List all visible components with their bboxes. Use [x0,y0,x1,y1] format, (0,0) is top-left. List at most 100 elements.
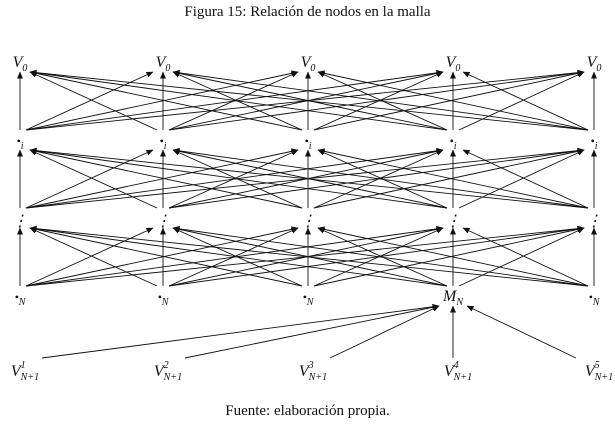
input-node-3-subscript: N+1 [308,372,327,383]
node-dots-col1: ⋮ [12,213,28,230]
edge-r1-c4-to-c0 [29,69,589,131]
node-n-col5-base: • [589,290,593,304]
edge-r1-c0-to-c2 [25,70,299,131]
input-node-4-subscript: N+1 [453,372,472,383]
input-node-2-base: V [154,363,166,380]
node-v0-col4-base: V [446,54,458,71]
input-edge-1 [41,303,440,359]
node-n-col4: MN [442,288,464,308]
edge-r3-c2-to-c4 [313,226,585,287]
node-dots-col5-base: ⋮ [586,213,602,230]
node-n-col4-base: M [442,288,458,305]
node-dots-col1-base: ⋮ [12,213,28,230]
input-edge-5 [466,305,577,359]
node-v0-col3-base: V [301,54,313,71]
edge-r2-c0-to-c2 [25,148,299,209]
node-v0-col1: V0 [13,54,28,74]
edge-r1-c4-to-c2 [317,70,589,131]
edge-r3-c4-to-c1 [172,225,589,287]
edges-layer [17,69,597,359]
node-i-col3-base: • [305,134,309,148]
edge-r2-c4-to-c3 [462,149,589,209]
node-n-col2-subscript: N [161,297,170,308]
edge-r1-c1-to-c0 [29,71,158,131]
node-i-col4-subscript: i [454,141,457,152]
edge-r1-c1-to-c4 [168,69,585,131]
edge-r1-c1-to-c2 [168,71,299,131]
node-n-col1: •N [15,290,27,308]
node-dots-col4-base: ⋮ [445,213,461,230]
node-i-col2-base: • [160,134,164,148]
node-n-col2: •N [158,290,170,308]
node-v0-col3-subscript: 0 [310,63,315,74]
node-n-col3: •N [303,290,315,308]
node-v0-col1-base: V [13,54,25,71]
input-node-2-subscript: N+1 [163,372,182,383]
edge-r2-c1-to-c4 [168,147,585,209]
edge-r3-c2-to-c0 [29,226,303,287]
node-v0-col1-subscript: 0 [22,63,27,74]
edge-r3-c4-to-c3 [462,227,589,287]
edge-r2-c4-to-c1 [172,147,589,209]
node-v0-col3: V0 [301,54,316,74]
node-i-col3: •i [305,134,312,152]
node-n-col5-subscript: N [592,297,601,308]
input-node-3-superscript: 3 [308,360,314,371]
edge-r2-c3-to-c4 [458,149,585,209]
edge-r2-c4-to-c2 [317,148,589,209]
node-v0-col5-base: V [587,54,599,71]
input-node-1-subscript: N+1 [20,372,39,383]
node-n-col1-subscript: N [18,297,27,308]
node-v0-col2-base: V [156,54,168,71]
node-dots-col5: ⋮ [586,213,602,230]
input-edge-2 [184,304,440,359]
edge-r3-c1-to-c4 [168,225,585,287]
edge-r1-c2-to-c4 [313,70,585,131]
input-node-3-base: V [299,363,311,380]
node-i-col4: •i [450,134,457,152]
edge-r3-c3-to-c4 [458,227,585,287]
node-dots-col2: ⋮ [155,213,171,230]
node-i-col4-base: • [450,134,454,148]
input-node-1-base: V [11,363,23,380]
input-node-5-base: V [585,363,597,380]
node-i-col2-subscript: i [164,141,167,152]
edge-r1-c4-to-c3 [462,71,589,131]
edge-r3-c3-to-c0 [29,225,448,287]
edge-r1-c0-to-c1 [25,71,154,131]
input-node-2-superscript: 2 [164,360,169,371]
node-n-col3-subscript: N [306,297,315,308]
node-v0-col5-subscript: 0 [596,63,601,74]
node-n-col5: •N [589,290,601,308]
edge-r1-c3-to-c4 [458,71,585,131]
input-node-4-base: V [444,363,456,380]
edge-r2-c2-to-c4 [313,148,585,209]
node-v0-col4-subscript: 0 [455,63,460,74]
node-i-col5-base: • [591,134,595,148]
edge-r3-c4-to-c2 [317,226,589,287]
edge-r2-c2-to-c0 [29,148,303,209]
edge-r1-c3-to-c0 [29,69,448,131]
node-i-col5: •i [591,134,598,152]
edge-r3-c1-to-c0 [29,227,158,287]
input-node-1-superscript: 1 [21,360,26,371]
node-n-col2-base: • [158,290,162,304]
node-v0-col4: V0 [446,54,461,74]
node-v0-col5: V0 [587,54,602,74]
input-node-5-subscript: N+1 [594,372,613,383]
figure-source: Fuente: elaboración propia. [225,403,390,419]
node-v0-col2: V0 [156,54,171,74]
node-v0-col2-subscript: 0 [165,63,170,74]
edge-r2-c1-to-c0 [29,149,158,209]
node-i-col3-subscript: i [309,141,312,152]
node-dots-col3: ⋮ [300,213,316,230]
node-n-col4-subscript: N [455,297,464,308]
node-n-col3-base: • [303,290,307,304]
input-node-4-superscript: 4 [454,360,459,371]
